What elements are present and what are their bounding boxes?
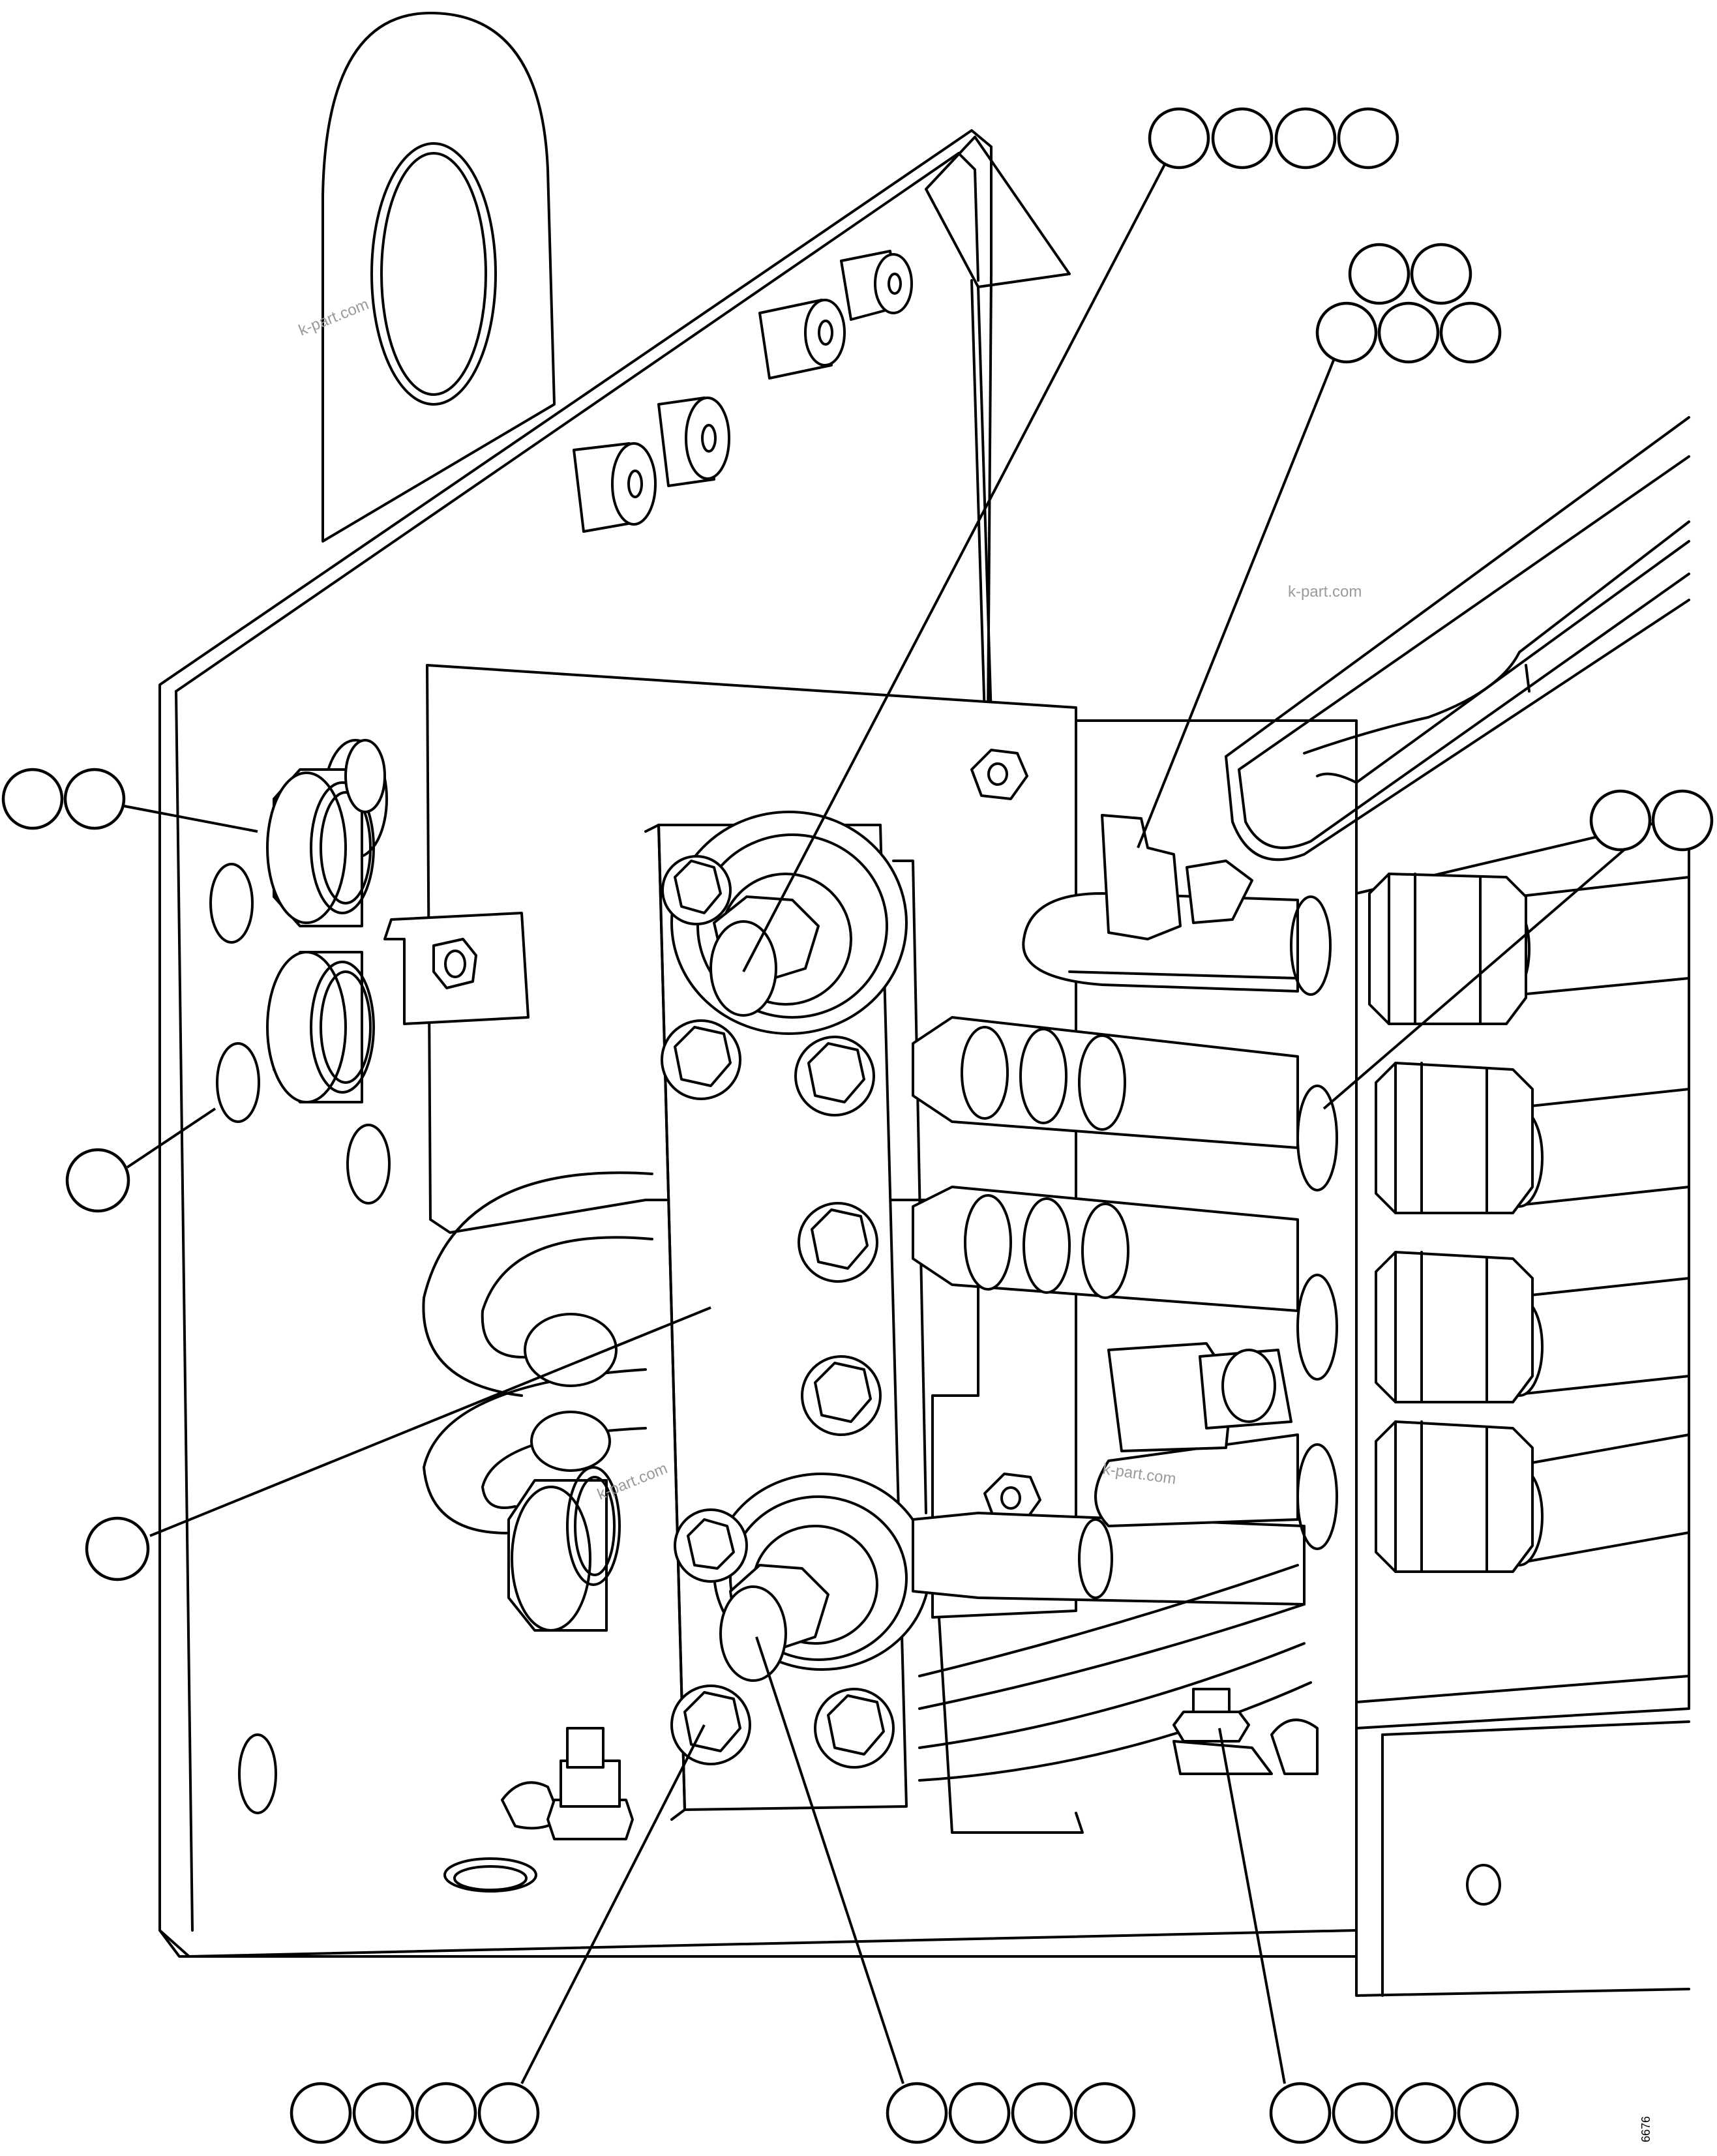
ground-stud-left — [501, 1727, 634, 1840]
callout-left-lower — [85, 1516, 150, 1581]
conduit-fitting-bottom — [507, 1466, 621, 1632]
drawing-number: 6676 — [1639, 2116, 1652, 2142]
bolt-3 — [794, 1036, 875, 1116]
hose-loop-left — [422, 1171, 653, 1535]
callout-right-middle — [1589, 789, 1714, 852]
standoff-3 — [657, 397, 730, 487]
terminal-bolts — [661, 855, 895, 1769]
watermark-2: k-part.com — [1288, 583, 1362, 601]
leader-lines — [120, 153, 1632, 2084]
standoff-1 — [840, 250, 913, 321]
bracket-with-nut — [383, 912, 530, 1025]
plate-nut-top — [970, 749, 1028, 800]
standoff-spacers — [573, 250, 913, 533]
callout-left-upper — [1, 768, 126, 830]
ground-stud-right — [1172, 1688, 1319, 1775]
cable-gland-2 — [1296, 1062, 1690, 1214]
hose-lower-loop — [1094, 1433, 1299, 1527]
pigtail-wires — [918, 1564, 1312, 1782]
bolt-4 — [798, 1202, 878, 1283]
bolt-7 — [670, 1684, 751, 1765]
callout-top-center — [1148, 107, 1399, 170]
callout-bottom-center — [886, 2082, 1136, 2144]
bottom-bracket — [938, 1616, 1084, 1834]
terminal-stud-upper — [670, 811, 908, 1035]
terminal-stud-lower — [713, 1473, 931, 1682]
conduit-fitting-lower — [266, 951, 375, 1103]
cable-gland-4 — [1296, 1420, 1690, 1573]
cable-upper — [912, 1016, 1299, 1149]
lifting-eye-plate — [321, 12, 556, 543]
cable-gland-1 — [1290, 873, 1690, 1025]
hole-plugs — [209, 739, 391, 1814]
callout-bottom-left — [290, 2082, 540, 2144]
bolt-6 — [674, 1508, 748, 1583]
callout-top-right-stack — [1315, 243, 1502, 364]
cable-middle — [912, 1186, 1299, 1312]
center-fitting — [1107, 1342, 1292, 1452]
bolt-5 — [801, 1355, 882, 1436]
bottom-hole — [443, 1857, 537, 1893]
standoff-2 — [758, 299, 846, 380]
temperature-sensor — [1101, 814, 1253, 940]
callout-left-middle — [65, 1148, 130, 1213]
bolt-8 — [814, 1688, 895, 1769]
bolt-1 — [661, 855, 732, 925]
cable-gland-3 — [1296, 1251, 1690, 1403]
callout-bottom-right — [1269, 2082, 1519, 2144]
right-channel — [1225, 416, 1690, 861]
standoff-4 — [573, 442, 657, 533]
bolt-2 — [661, 1019, 741, 1100]
